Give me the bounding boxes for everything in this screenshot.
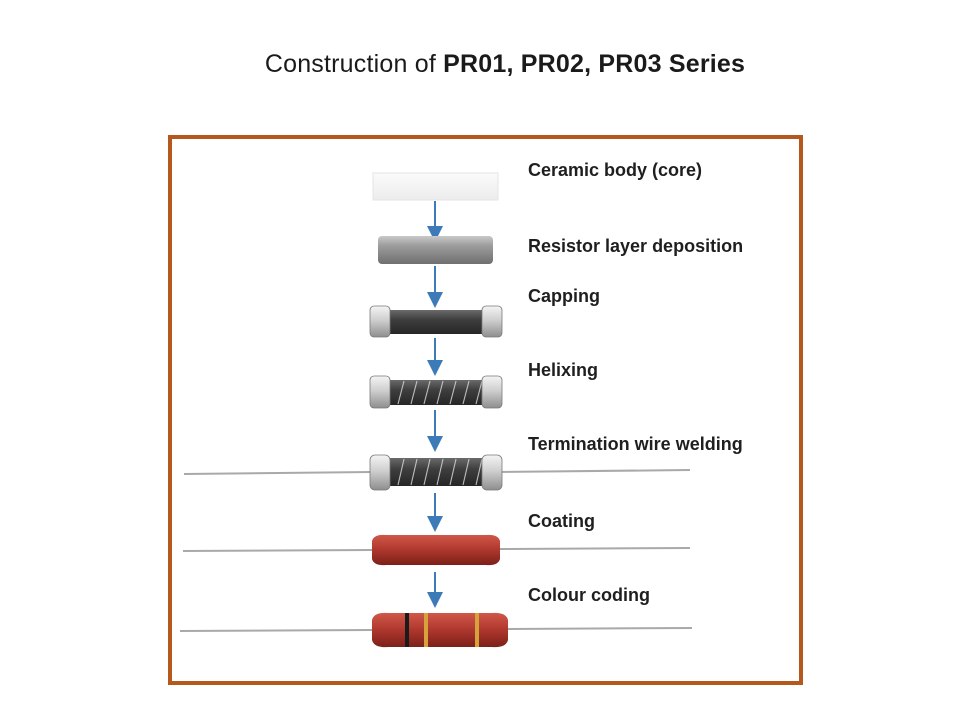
step-label-ceramic-body: Ceramic body (core) [528, 160, 703, 180]
diagram-frame [168, 135, 803, 685]
step-label-termination: Termination wire welding [528, 434, 743, 454]
band-black [405, 613, 409, 647]
step-label-resistor-layer: Resistor layer deposition [528, 236, 744, 256]
coated-resistor [182, 534, 691, 566]
title-series: PR01, PR02, PR03 [443, 50, 662, 78]
deposited-rod [378, 236, 493, 264]
helixed-rod [369, 375, 503, 409]
band-gold-2 [475, 613, 479, 647]
colour-coded-resistor [179, 612, 693, 648]
title-prefix: Construction of [264, 50, 444, 78]
band-gold-1 [424, 613, 428, 647]
title-suffix: Series [661, 50, 746, 78]
step-label-coating: Coating [528, 511, 595, 531]
step-label-capping: Capping [528, 286, 600, 306]
ceramic-core [372, 172, 499, 201]
step-label-colour-coding: Colour coding [528, 585, 650, 605]
capped-rod [369, 305, 503, 338]
slide-title: Construction of PR01, PR02, PR03 Series [0, 50, 960, 79]
step-label-helixing: Helixing [528, 360, 599, 380]
welded-rod [183, 454, 691, 491]
